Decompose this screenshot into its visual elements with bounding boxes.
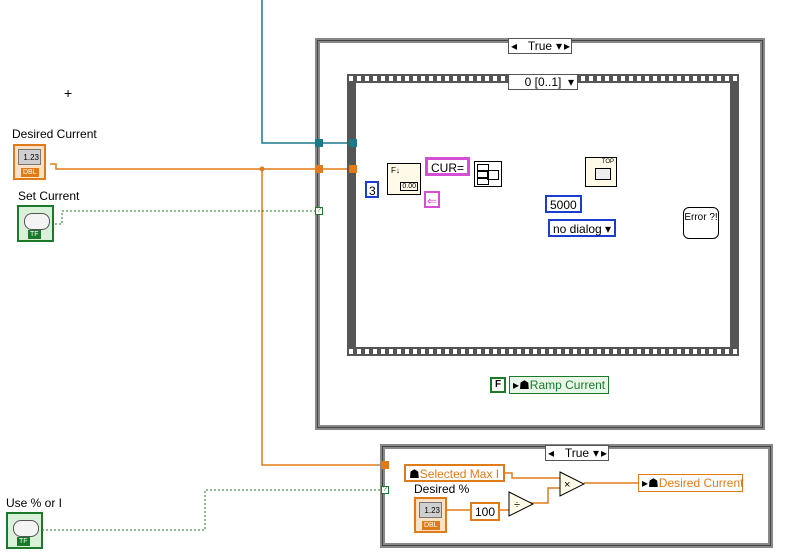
desired-percent-control[interactable]: 1.23 DBL <box>414 497 447 533</box>
dbl-sequence-tunnel[interactable] <box>349 165 357 173</box>
chevron-down-icon[interactable]: ▾ <box>592 446 599 460</box>
chevron-down-icon[interactable]: ▾ <box>567 75 574 89</box>
use-percent-label: Use % or I <box>6 496 63 510</box>
lower-case-selector[interactable]: ◂ True ▾ ▸ <box>545 445 609 461</box>
crosshair-cursor-icon: + <box>64 85 73 101</box>
visa-write-node[interactable]: TOP <box>585 157 617 187</box>
divide-node[interactable]: ÷ <box>508 491 534 517</box>
ref-sequence-tunnel[interactable] <box>349 139 357 147</box>
false-constant[interactable]: F <box>490 377 506 393</box>
hundred-constant[interactable]: 100 <box>470 502 501 521</box>
dbl-tunnel[interactable] <box>315 165 323 173</box>
error-handler-node[interactable]: Error ?! <box>683 207 719 239</box>
selected-max-local-variable[interactable]: ☗Selected Max I <box>404 464 505 482</box>
format-number-node[interactable]: F↓ 0.00 <box>387 163 421 195</box>
set-current-label: Set Current <box>18 189 80 203</box>
format-icon: F↓ <box>391 166 400 175</box>
bool-lower-tunnel[interactable]: ? <box>381 486 389 494</box>
concatenate-strings-node[interactable] <box>474 161 502 187</box>
use-percent-control[interactable]: TF <box>6 512 43 549</box>
sequence-frame-selector[interactable]: 0 [0..1] ▾ <box>508 74 578 90</box>
dialog-enum-constant[interactable]: no dialog ▾ <box>548 219 616 237</box>
set-current-control[interactable]: TF <box>17 205 54 242</box>
sequence-structure[interactable] <box>347 74 739 356</box>
desired-percent-label: Desired % <box>414 482 470 496</box>
visa-write-icon <box>595 168 611 180</box>
desired-current-local-variable[interactable]: ▸☗Desired Current <box>638 474 743 492</box>
toggle-icon <box>24 213 50 230</box>
desired-current-label: Desired Current <box>12 127 97 141</box>
selector-next-icon[interactable]: ▸ <box>563 39 570 53</box>
multiply-node[interactable]: × <box>559 471 585 497</box>
timeout-constant[interactable]: 5000 <box>545 195 582 213</box>
ramp-current-local-variable[interactable]: ▸☗Ramp Current <box>509 376 610 394</box>
selector-prev-icon[interactable]: ◂ <box>511 39 518 53</box>
multiply-icon: × <box>564 479 570 491</box>
outer-case-selector[interactable]: ◂ True ▾ ▸ <box>508 38 572 54</box>
chevron-down-icon[interactable]: ▾ <box>604 222 611 236</box>
dbl-lower-tunnel[interactable] <box>381 461 389 469</box>
line-end-constant[interactable]: ⇐ <box>424 191 440 208</box>
toggle-icon <box>13 520 39 537</box>
ref-tunnel[interactable] <box>315 139 323 147</box>
chevron-down-icon[interactable]: ▾ <box>555 39 562 53</box>
command-string-constant[interactable]: CUR= <box>425 157 471 176</box>
selector-next-icon[interactable]: ▸ <box>600 446 607 460</box>
selector-prev-icon[interactable]: ◂ <box>548 446 555 460</box>
bool-tunnel[interactable]: ? <box>315 207 323 215</box>
error-icon: Error ?! <box>684 212 718 223</box>
digits-constant[interactable]: 3 <box>365 181 379 198</box>
desired-current-control[interactable]: 1.23 DBL <box>13 144 46 180</box>
divide-icon: ÷ <box>514 499 520 511</box>
